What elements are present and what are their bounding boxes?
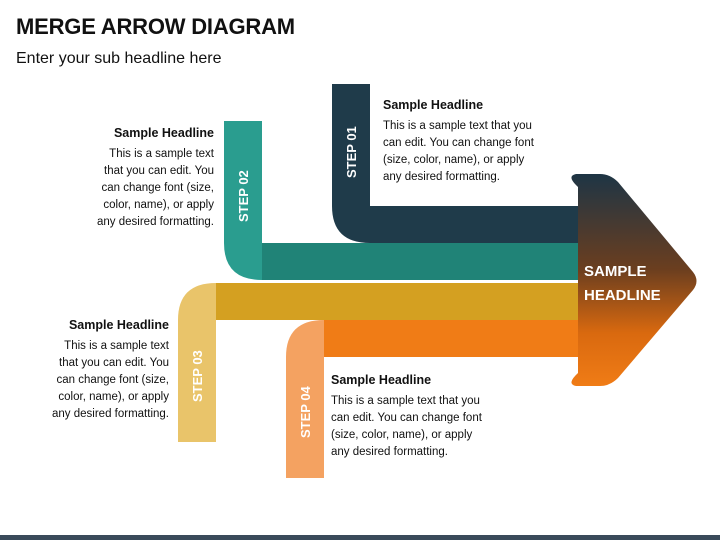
step-02-band-shadow xyxy=(262,243,585,280)
step-04-band-shadow xyxy=(324,320,585,357)
center-label-line-2: HEADLINE xyxy=(584,287,661,304)
step-04-body: This is a sample text that you can edit.… xyxy=(331,395,482,458)
step-01-body: This is a sample text that you can edit.… xyxy=(383,120,534,183)
step-01-text-block: Sample Headline This is a sample text th… xyxy=(383,97,573,186)
step-03-label: STEP 03 xyxy=(190,350,205,402)
step-03-body: This is a sample text that you can edit.… xyxy=(52,340,169,420)
step-03-headline: Sample Headline xyxy=(68,318,169,332)
step-02-headline: Sample Headline xyxy=(113,126,214,140)
step-04-label: STEP 04 xyxy=(298,385,313,438)
step-03-band-shadow xyxy=(216,283,585,320)
step-02-text-block: Sample Headline This is a sample text th… xyxy=(40,125,214,231)
step-02-body: This is a sample text that you can edit.… xyxy=(97,148,214,228)
center-label-line-1: SAMPLE xyxy=(584,263,647,280)
page-title: MERGE ARROW DIAGRAM xyxy=(16,14,295,39)
step-04-headline: Sample Headline xyxy=(331,373,432,387)
step-03-text-block: Sample Headline This is a sample text th… xyxy=(0,317,169,423)
arrow-head xyxy=(571,174,697,386)
page-subtitle: Enter your sub headline here xyxy=(16,50,222,67)
step-01-label: STEP 01 xyxy=(344,126,359,178)
step-01-band xyxy=(332,84,585,243)
bottom-bar xyxy=(0,535,720,540)
step-04-text-block: Sample Headline This is a sample text th… xyxy=(331,372,521,461)
step-02-label: STEP 02 xyxy=(236,170,251,222)
step-01-headline: Sample Headline xyxy=(383,98,484,112)
